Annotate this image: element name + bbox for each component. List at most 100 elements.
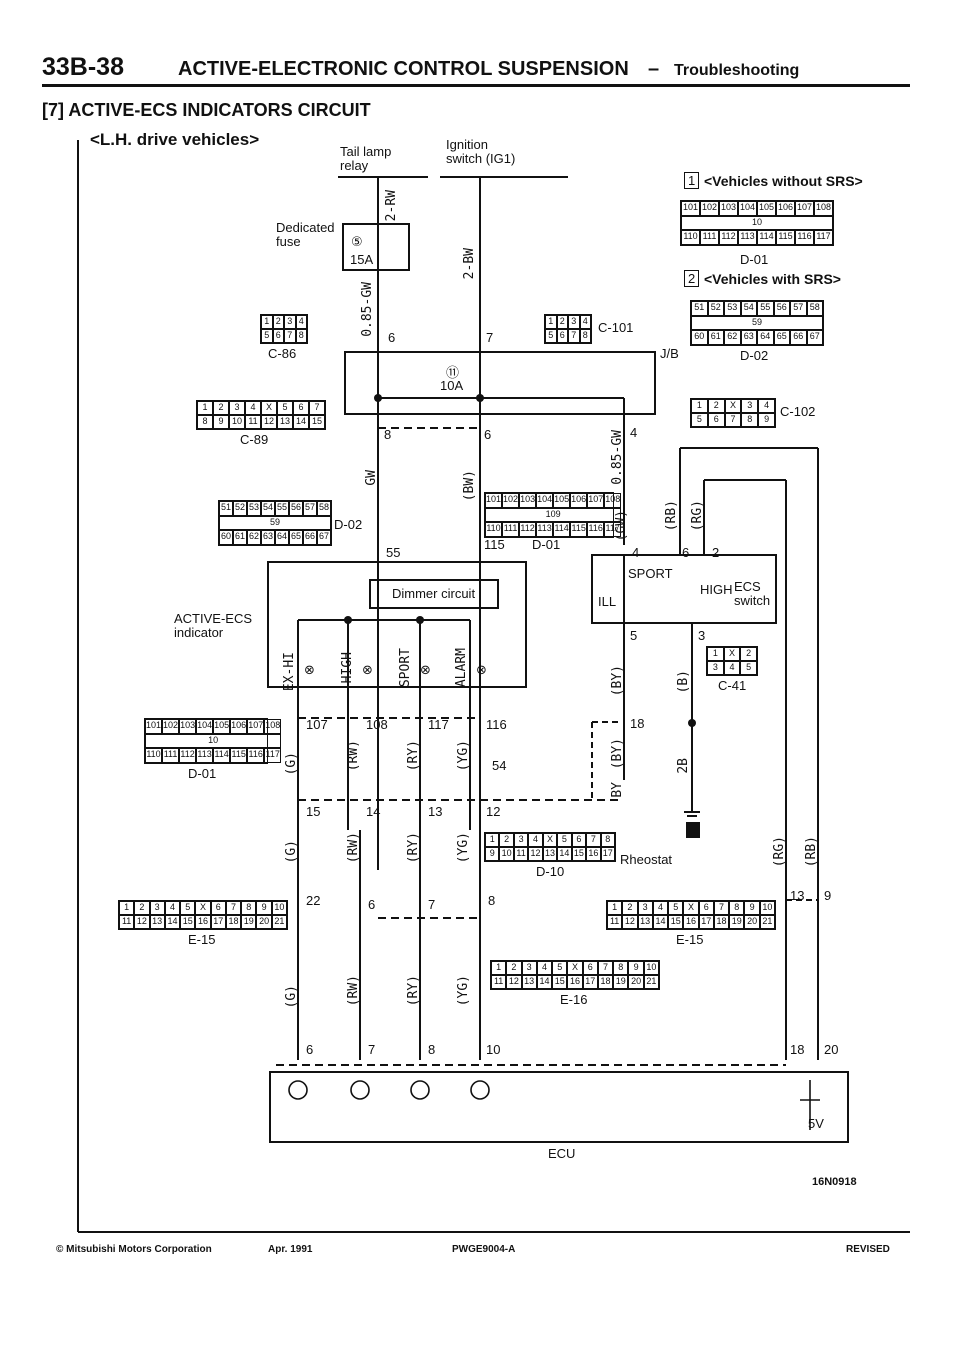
pin-8c: 8 <box>428 1042 436 1057</box>
jb-fuse-rating: 10A <box>440 378 464 393</box>
wire-085-gw-b: 0.85-GW <box>610 430 625 485</box>
jb-fuse-number: ⑪ <box>446 365 460 380</box>
pin-6b: 6 <box>484 427 492 442</box>
pin-4a: 4 <box>630 425 638 440</box>
five-volt-label: 5V <box>808 1116 824 1131</box>
connector-label-e16: E-16 <box>560 992 588 1007</box>
footer-date: Apr. 1991 <box>268 1244 313 1255</box>
section-title: [7] ACTIVE-ECS INDICATORS CIRCUIT <box>42 100 371 120</box>
pin-4b: 4 <box>632 545 640 560</box>
connector-label-c101: C-101 <box>598 320 634 335</box>
ecu-label: ECU <box>548 1146 576 1161</box>
pin-10: 10 <box>486 1042 501 1057</box>
dimmer-circuit-label: Dimmer circuit <box>392 586 476 601</box>
fuse-rating: 15A <box>350 252 374 267</box>
wire-2b: 2B <box>676 758 691 774</box>
ref-2-icon: 2 <box>684 270 700 287</box>
wire-yg-c: (YG) <box>456 975 471 1007</box>
pin-6e: 6 <box>306 1042 314 1057</box>
wire-g-a: (G) <box>284 752 299 776</box>
pin-6d: 6 <box>368 897 376 912</box>
wire-2-rw: 2-RW <box>384 190 399 222</box>
pin-6a: 6 <box>388 330 396 345</box>
lamp-ex-hi: EX-HI <box>282 652 297 692</box>
rheostat-label: Rheostat <box>620 852 673 867</box>
lamp-icon-1: ⊗ <box>304 662 315 677</box>
wire-gw: GW <box>364 470 379 486</box>
pin-13b: 13 <box>790 888 805 903</box>
connector-label-d02-left: D-02 <box>334 517 363 532</box>
pin-6c: 6 <box>682 545 690 560</box>
jb-label: J/B <box>660 346 679 361</box>
lamp-icon-4: ⊗ <box>476 662 487 677</box>
lamp-icon-3: ⊗ <box>420 662 431 677</box>
connector-label-d10: D-10 <box>536 864 565 879</box>
connector-label-c102: C-102 <box>780 404 816 419</box>
section-code: 33B-38 <box>42 53 124 81</box>
switch-ill-label: ILL <box>598 594 617 609</box>
pin-54: 54 <box>492 758 507 773</box>
pin-22: 22 <box>306 893 321 908</box>
wire-rw-a: (RW) <box>346 740 361 772</box>
pin-7a: 7 <box>486 330 494 345</box>
switch-high-label: HIGH <box>700 582 733 597</box>
footer-status: REVISED <box>846 1244 890 1255</box>
pin-18b: 18 <box>790 1042 805 1057</box>
pin-12: 12 <box>486 804 501 819</box>
wire-ry-b: (RY) <box>406 832 421 864</box>
pin-18a: 18 <box>630 716 645 731</box>
pin-9: 9 <box>824 888 832 903</box>
fuse-number: ⑤ <box>351 234 363 249</box>
footer-doc: PWGE9004-A <box>452 1244 516 1255</box>
lamp-sport: SPORT <box>398 648 413 688</box>
title-dash: – <box>648 58 660 80</box>
lamp-icon-2: ⊗ <box>362 662 373 677</box>
variant-label: <L.H. drive vehicles> <box>90 130 260 149</box>
pin-8a: 8 <box>384 427 392 442</box>
pin-5: 5 <box>630 628 638 643</box>
wire-2-bw: 2-BW <box>462 248 477 280</box>
with-srs-label: <Vehicles with SRS> <box>704 271 841 287</box>
wire-yg-b: (YG) <box>456 832 471 864</box>
pin-107: 107 <box>306 717 328 732</box>
wire-rb-a: (RB) <box>664 500 679 532</box>
pin-7c: 7 <box>368 1042 376 1057</box>
pin-20: 20 <box>824 1042 839 1057</box>
pin-55: 55 <box>386 545 401 560</box>
connector-label-e15-left: E-15 <box>188 932 216 947</box>
wire-rb-b: (RB) <box>804 836 819 868</box>
page-title: ACTIVE-ELECTRONIC CONTROL SUSPENSION <box>178 58 629 80</box>
pin-115: 115 <box>484 537 505 552</box>
wire-rw-c: (RW) <box>346 975 361 1007</box>
switch-sport-label: SPORT <box>628 566 673 581</box>
connector-label-c86: C-86 <box>268 346 297 361</box>
connector-label-d01-left: D-01 <box>188 766 217 781</box>
header-rule <box>42 84 910 87</box>
pin-14: 14 <box>366 804 381 819</box>
pin-117: 117 <box>428 717 449 732</box>
page-subtitle: Troubleshooting <box>674 62 800 79</box>
connector-label-d02-srs: D-02 <box>740 348 769 363</box>
wire-g-b: (G) <box>284 840 299 864</box>
wire-ry-c: (RY) <box>406 975 421 1007</box>
ref-1-icon: 1 <box>684 172 700 189</box>
lamp-alarm: ALARM <box>454 648 469 688</box>
wire-by-c: BY <box>610 782 625 798</box>
connector-label-d01-mid: D-01 <box>532 537 561 552</box>
wire-ry-a: (RY) <box>406 740 421 772</box>
footer-copyright: © Mitsubishi Motors Corporation <box>56 1244 212 1255</box>
connector-label-d01-no-srs: D-01 <box>740 252 769 267</box>
